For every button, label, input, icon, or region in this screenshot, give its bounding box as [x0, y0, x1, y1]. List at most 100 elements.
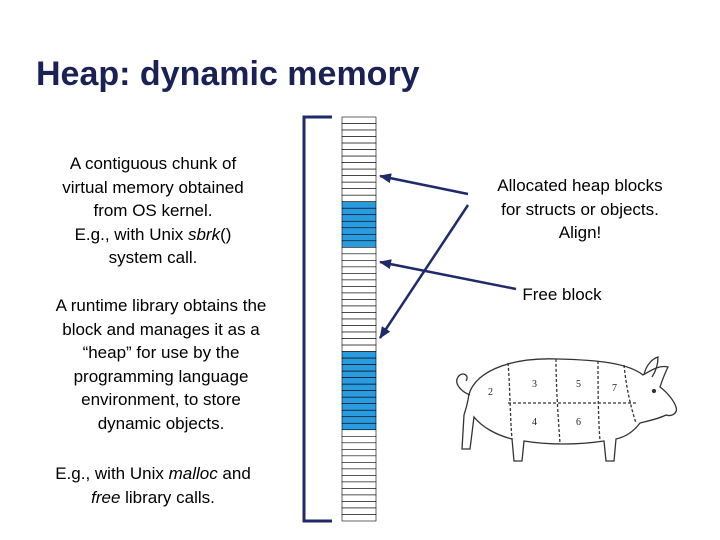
text-fragment: E.g., with Unix: [55, 464, 169, 483]
free-memory-row: [341, 266, 377, 274]
free-memory-row: [341, 260, 377, 268]
allocated-memory-row: [341, 383, 377, 391]
free-memory-row: [341, 292, 377, 300]
free-memory-row: [341, 344, 377, 352]
pig-label: 6: [576, 417, 581, 428]
text-line: Allocated heap blocks: [497, 176, 663, 195]
allocated-memory-row: [341, 220, 377, 229]
free-memory-row: [341, 116, 377, 124]
free-memory-row: [341, 312, 377, 320]
text-line: environment, to store: [81, 390, 241, 409]
allocated-memory-row: [341, 364, 377, 372]
pig-label: 5: [576, 379, 581, 390]
free-memory-row: [341, 449, 377, 457]
free-memory-row: [341, 149, 377, 157]
pig-ear: [643, 356, 659, 378]
malloc-term: malloc: [168, 464, 218, 483]
malloc-free-description: E.g., with Unix malloc and free library …: [30, 462, 276, 509]
free-block-label: Free block: [522, 285, 602, 304]
free-memory-row: [341, 253, 377, 261]
text-line: from OS kernel.: [93, 201, 213, 220]
arrow-to-free-block: [379, 259, 517, 291]
free-memory-row: [341, 442, 377, 450]
free-memory-row: [341, 286, 377, 294]
free-memory-row: [341, 507, 377, 515]
free-memory-row: [341, 247, 377, 255]
pig-eye: [651, 388, 657, 394]
allocated-memory-row: [341, 377, 377, 385]
free-memory-row: [341, 168, 377, 176]
free-memory-row: [341, 123, 377, 131]
allocated-memory-row: [341, 240, 377, 248]
pig-label: 2: [488, 387, 493, 398]
text-line: programming language: [73, 366, 249, 386]
free-memory-row: [341, 188, 377, 196]
free-term: free: [91, 487, 121, 507]
free-memory-row: [341, 325, 377, 333]
allocated-memory-row: [341, 207, 377, 216]
free-memory-row: [341, 475, 377, 483]
text-fragment: and: [217, 464, 251, 483]
free-memory-row: [341, 338, 377, 346]
free-memory-row: [341, 305, 377, 313]
free-memory-row: [341, 494, 377, 502]
free-memory-row: [341, 155, 377, 163]
allocated-memory-row: [341, 396, 377, 405]
free-memory-row: [341, 175, 377, 183]
allocated-memory-row: [341, 201, 377, 209]
allocated-memory-row: [341, 357, 377, 365]
text-line: A runtime library obtains the: [55, 296, 267, 315]
runtime-library-description: A runtime library obtains the block and …: [26, 294, 296, 435]
text-line: system call.: [108, 248, 198, 267]
pig-label: 4: [532, 417, 537, 428]
arrow-to-allocated-top: [379, 173, 469, 196]
text-line: E.g., with Unix: [74, 224, 188, 244]
free-memory-row: [341, 129, 377, 137]
free-memory-row: [341, 501, 377, 509]
free-memory-row: [341, 162, 377, 170]
pig-label: 7: [612, 383, 617, 394]
free-memory-row: [341, 488, 377, 496]
memory-column: [341, 116, 377, 522]
allocated-memory-row: [341, 233, 377, 242]
text-line: block and manages it as a: [62, 319, 260, 339]
free-memory-row: [341, 435, 377, 444]
allocated-memory-row: [341, 403, 377, 411]
free-memory-row: [341, 142, 377, 150]
free-memory-row: [341, 455, 377, 463]
heap-bracket: [302, 115, 332, 523]
free-memory-row: [341, 273, 377, 281]
text-line: virtual memory obtained: [62, 177, 244, 197]
text-line: A contiguous chunk of: [69, 154, 237, 173]
pig-label: 3: [532, 379, 537, 390]
free-memory-row: [341, 181, 377, 189]
text-line: Align!: [558, 223, 602, 242]
allocated-memory-row: [341, 351, 377, 359]
allocated-memory-row: [341, 227, 377, 235]
free-memory-row: [341, 462, 377, 470]
free-memory-row: [341, 136, 377, 144]
free-memory-row: [341, 279, 377, 287]
free-memory-row: [341, 429, 377, 437]
text-line: dynamic objects.: [97, 413, 225, 433]
free-memory-row: [341, 514, 377, 522]
sbrk-term: sbrk: [187, 224, 221, 244]
allocated-memory-row: [341, 422, 377, 431]
allocated-memory-row: [341, 390, 377, 398]
free-memory-row: [341, 299, 377, 307]
allocated-memory-row: [341, 214, 377, 222]
allocated-blocks-label: Allocated heap blocks for structs or obj…: [468, 174, 692, 245]
text-line: for structs or objects.: [501, 199, 659, 219]
free-memory-row: [341, 331, 377, 339]
free-memory-row: [341, 318, 377, 326]
heap-description: A contiguous chunk of virtual memory obt…: [30, 152, 276, 270]
slide-title: Heap: dynamic memory: [36, 55, 420, 93]
pig-cuts-illustration: 2 3 4 5 6 7: [456, 356, 678, 462]
free-memory-row: [341, 481, 377, 489]
allocated-memory-row: [341, 416, 377, 424]
free-memory-row: [341, 468, 377, 476]
free-memory-row: [341, 194, 377, 203]
text-fragment: (): [220, 224, 232, 244]
